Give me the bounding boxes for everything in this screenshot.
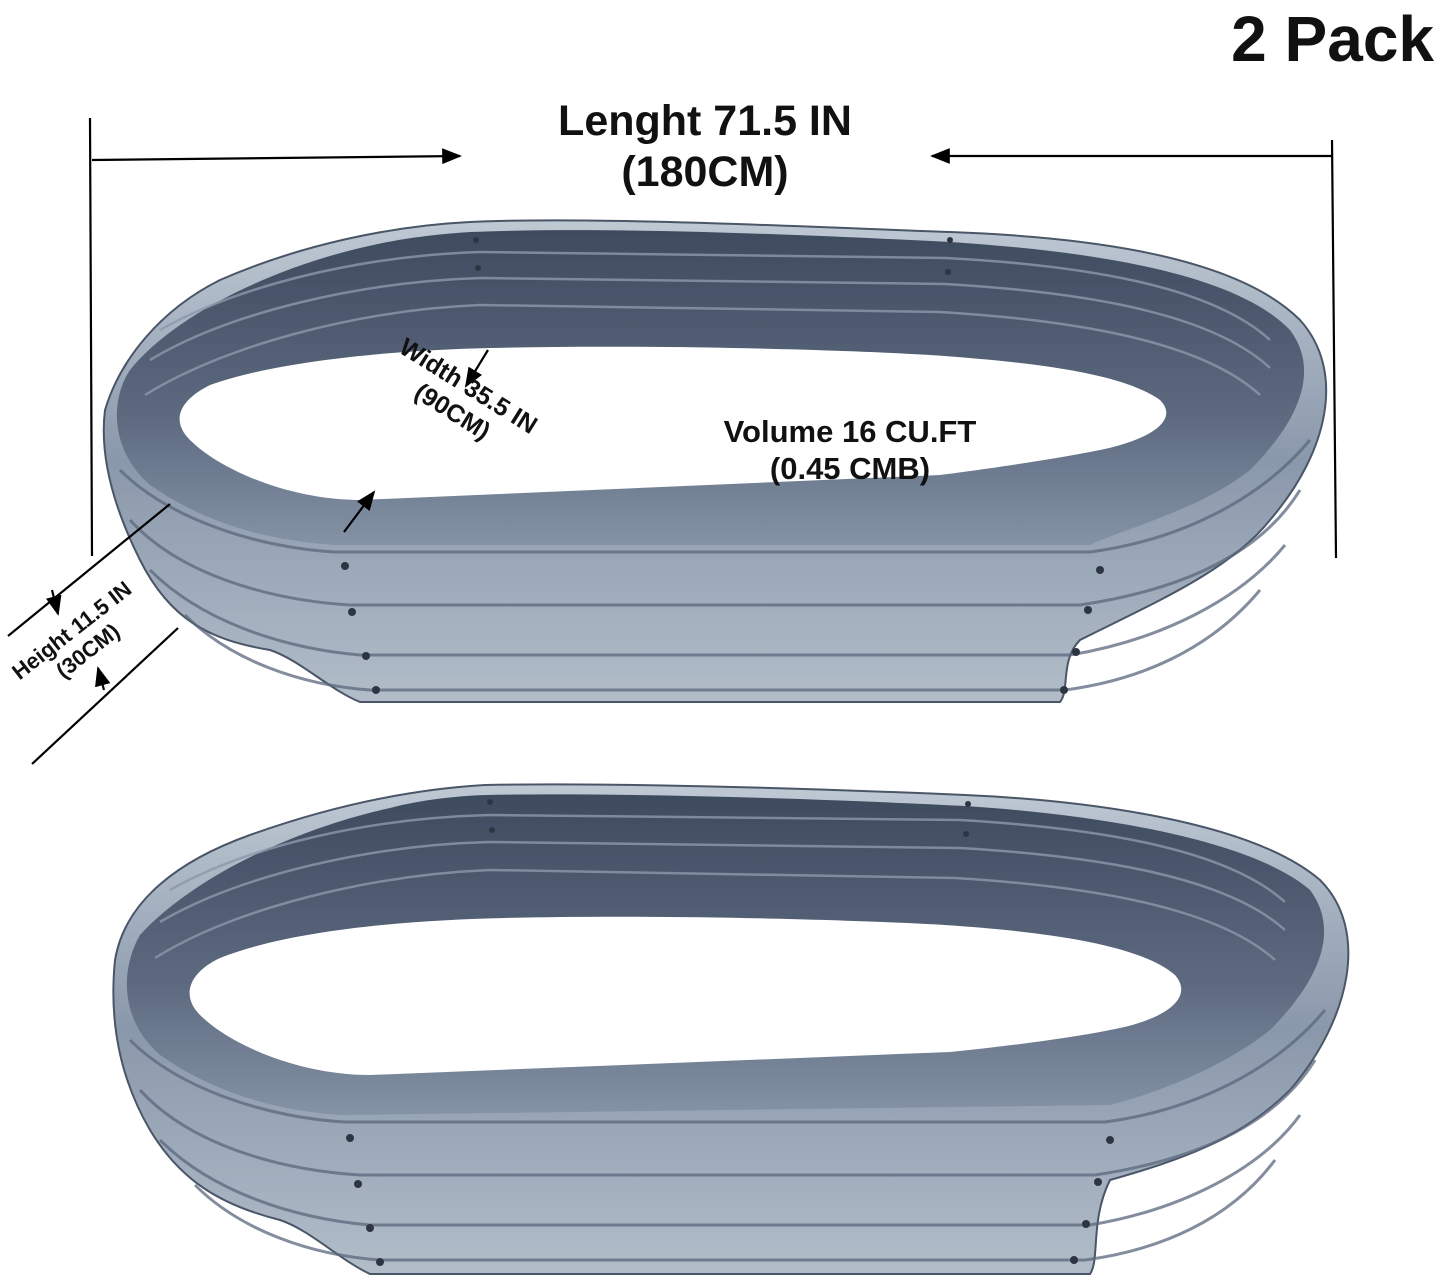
bed-bottom-opening	[189, 916, 1182, 1075]
height-extension-bottom	[31, 627, 179, 765]
raised-bed-top	[102, 219, 1328, 703]
volume-value: Volume 16 CU.FT	[723, 414, 977, 449]
height-arrow-top	[45, 589, 62, 616]
bed-bottom-bolts	[346, 799, 1114, 1266]
volume-label: Volume 16 CU.FT (0.45 CMB)	[660, 414, 1040, 487]
length-arrow-left	[91, 148, 462, 165]
bed-top-bolts	[341, 237, 1104, 694]
length-value: Lenght 71.5 IN	[558, 97, 852, 145]
width-arrow-bottom	[343, 490, 376, 533]
width-arrow-top	[464, 349, 489, 388]
bed-top-inner-ribs	[144, 250, 1271, 397]
length-left-extension	[88, 117, 94, 557]
length-metric: (180CM)	[621, 147, 789, 196]
length-right-extension	[1330, 139, 1338, 559]
pack-badge: 2 Pack	[1231, 3, 1434, 75]
dimension-lines	[7, 117, 1338, 765]
height-extension-top	[7, 503, 171, 637]
bed-bottom-inner-ribs	[154, 813, 1286, 961]
length-label: Lenght 71.5 IN (180CM)	[505, 96, 905, 197]
height-arrow-bottom	[95, 666, 111, 691]
bed-top-opening	[179, 346, 1167, 500]
volume-metric: (0.45 CMB)	[769, 450, 931, 486]
raised-bed-bottom	[112, 783, 1350, 1275]
bed-bottom-ribs	[128, 1009, 1327, 1262]
